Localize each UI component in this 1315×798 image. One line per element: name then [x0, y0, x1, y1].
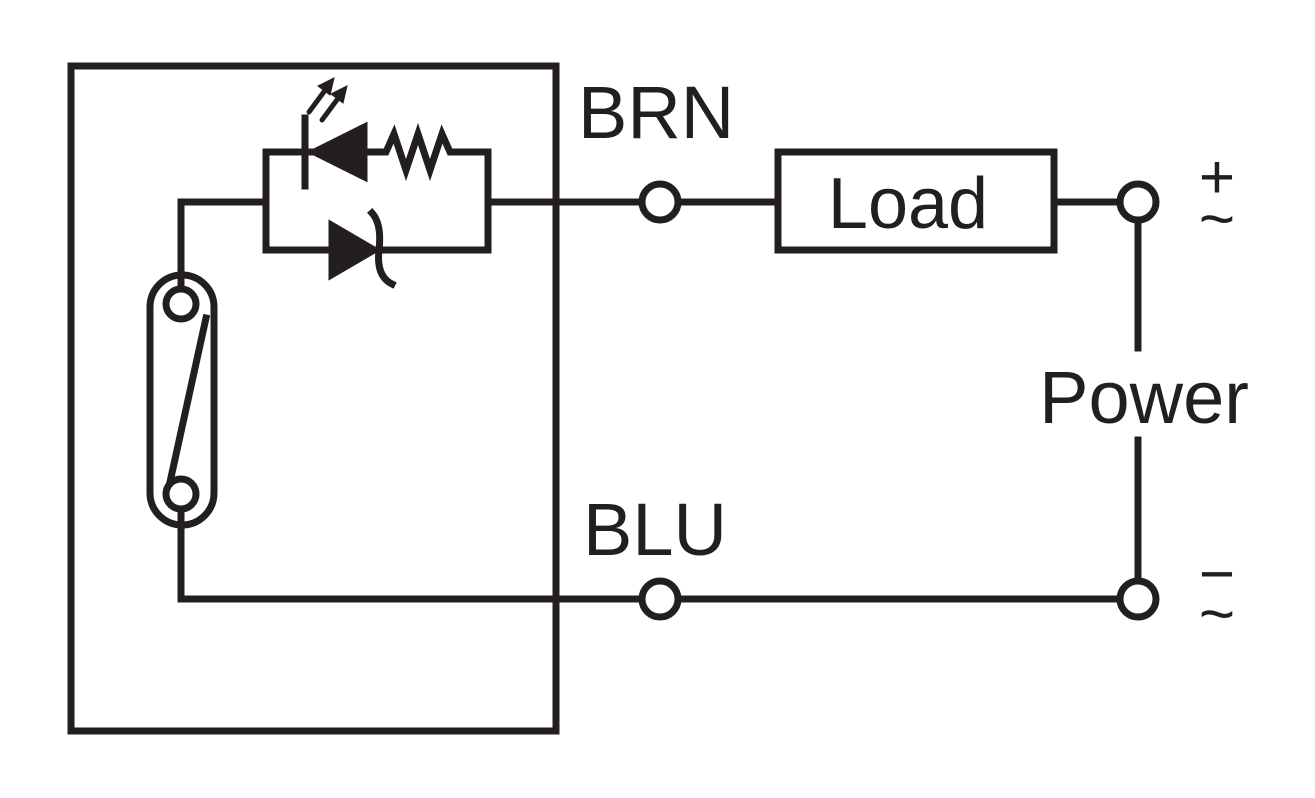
blu-label: BLU	[583, 488, 727, 571]
negative-polarity-symbol: −	[1199, 540, 1235, 609]
reed-switch-capsule	[146, 271, 218, 529]
load-label: Load	[828, 164, 988, 244]
led-indicator	[301, 77, 382, 190]
blu-terminal	[638, 577, 682, 621]
reed-switch	[146, 271, 218, 529]
power-negative-terminal	[1116, 577, 1160, 621]
reed-switch-top-contact	[162, 285, 200, 323]
resistor	[374, 122, 462, 182]
zener-diode	[328, 208, 397, 289]
internal-wire-top	[177, 198, 270, 293]
positive-ac-symbol: ~	[1199, 185, 1235, 254]
negative-ac-symbol: ~	[1199, 580, 1235, 649]
brn-terminal	[638, 180, 682, 224]
reed-switch-blade	[165, 313, 211, 487]
internal-wire-bottom	[177, 505, 646, 603]
sensor-housing-box	[67, 62, 560, 735]
positive-polarity-symbol: +	[1199, 143, 1235, 212]
power-positive-terminal	[1116, 180, 1160, 224]
indicator-circuit	[262, 77, 492, 289]
load-box	[774, 148, 1058, 254]
brn-label: BRN	[578, 71, 734, 154]
power-label: Power	[1039, 356, 1249, 439]
